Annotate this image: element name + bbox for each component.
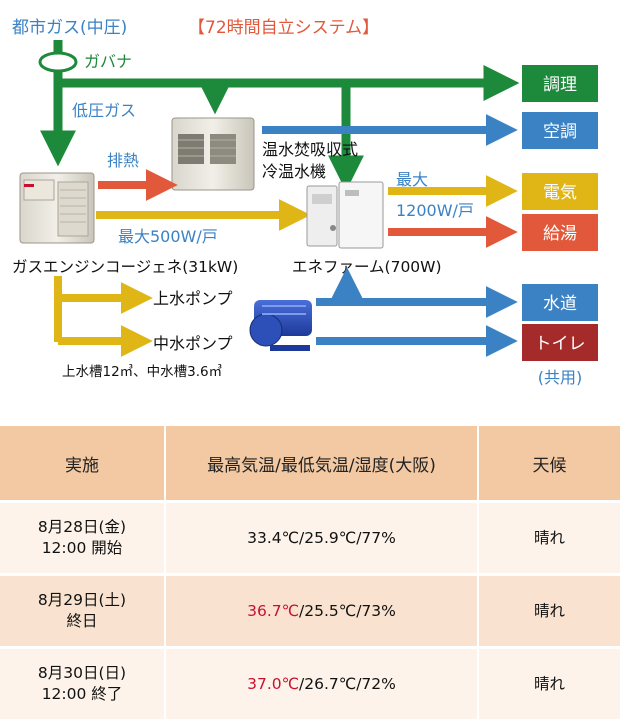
cell-temperature: 33.4℃/25.9℃/77% — [165, 501, 479, 576]
row-max-temp: 36.7℃ — [247, 601, 300, 620]
governor-icon — [38, 51, 78, 73]
cogeneration-label: ガスエンジンコージェネ(31kW) — [12, 258, 238, 276]
absorption-chiller-image — [171, 117, 255, 191]
max-label: 最大 — [396, 170, 428, 189]
cell-weather: 晴れ — [478, 574, 620, 649]
header-date: 実施 — [0, 426, 166, 503]
row-time: 12:00 終了 — [41, 685, 123, 703]
energy-system-diagram: 都市ガス(中圧) 【72時間自立システム】 ガバナ 低圧ガス 温水焚吸収式 冷温… — [12, 18, 598, 387]
absorption-label-line2: 冷温水機 — [262, 162, 326, 181]
row-time: 12:00 開始 — [41, 539, 123, 557]
enefarm-label: エネファーム(700W) — [292, 258, 442, 276]
tank-label: 上水槽12㎥、中水槽3.6㎥ — [62, 364, 222, 380]
middle-pump-label: 中水ポンプ — [153, 334, 233, 353]
row-max-temp: 37.0℃ — [247, 674, 300, 693]
source-label: 都市ガス(中圧) — [12, 18, 127, 38]
header-weather: 天候 — [478, 426, 620, 503]
output-aircon: 空調 — [522, 112, 598, 149]
row-rest-temp: /25.5℃/73% — [299, 601, 396, 620]
cell-date: 8月29日(土) 終日 — [0, 574, 166, 649]
table-row: 8月30日(日) 12:00 終了 37.0℃/26.7℃/72% 晴れ — [0, 647, 620, 722]
row-date: 8月30日(日) — [37, 664, 127, 683]
cogeneration-unit-image — [19, 172, 95, 244]
row-rest-temp: /26.7℃/72% — [299, 674, 396, 693]
low-pressure-label: 低圧ガス — [72, 101, 136, 120]
governor-label: ガバナ — [84, 52, 132, 71]
output-aircon-label: 空調 — [543, 122, 577, 142]
output-cooking: 調理 — [522, 65, 598, 102]
pump-power-lines — [54, 276, 153, 357]
row-rest-temp: /25.9℃/77% — [299, 528, 396, 547]
row-max-temp: 33.4℃ — [247, 528, 300, 547]
output-hotwater: 給湯 — [522, 214, 598, 251]
output-hotwater-label: 給湯 — [543, 224, 577, 244]
cell-weather: 晴れ — [478, 501, 620, 576]
output-cooking-label: 調理 — [543, 75, 577, 95]
table-row: 8月28日(金) 12:00 開始 33.4℃/25.9℃/77% 晴れ — [0, 501, 620, 576]
enefarm-unit-image — [306, 181, 384, 249]
pump-image — [249, 300, 312, 351]
header-temperature: 最高気温/最低気温/湿度(大阪) — [165, 426, 479, 503]
weather-table: 実施 最高気温/最低気温/湿度(大阪) 天候 8月28日(金) 12:00 開始 … — [0, 426, 620, 722]
output-electricity-label: 電気 — [543, 183, 577, 203]
output-toilet: トイレ — [522, 324, 598, 361]
diagram-title: 【72時間自立システム】 — [188, 18, 379, 38]
row-time: 終日 — [66, 612, 98, 630]
exhaust-heat-label: 排熱 — [107, 151, 139, 170]
row-date: 8月29日(土) — [37, 591, 127, 610]
table-header-row: 実施 最高気温/最低気温/湿度(大阪) 天候 — [0, 426, 620, 503]
max-500-label: 最大500W/戸 — [118, 227, 218, 246]
output-water: 水道 — [522, 284, 598, 321]
cell-temperature: 37.0℃/26.7℃/72% — [165, 647, 479, 722]
absorption-label-line1: 温水焚吸収式 — [262, 140, 358, 159]
shared-label: (共用) — [538, 368, 583, 387]
output-toilet-label: トイレ — [535, 334, 586, 354]
cell-weather: 晴れ — [478, 647, 620, 722]
upper-pump-label: 上水ポンプ — [153, 289, 233, 308]
output-water-label: 水道 — [543, 294, 577, 314]
row-date: 8月28日(金) — [37, 518, 127, 537]
cell-temperature: 36.7℃/25.5℃/73% — [165, 574, 479, 649]
cell-date: 8月30日(日) 12:00 終了 — [0, 647, 166, 722]
cell-date: 8月28日(金) 12:00 開始 — [0, 501, 166, 576]
max-1200-label: 1200W/戸 — [396, 201, 474, 220]
table-row: 8月29日(土) 終日 36.7℃/25.5℃/73% 晴れ — [0, 574, 620, 649]
output-electricity: 電気 — [522, 173, 598, 210]
